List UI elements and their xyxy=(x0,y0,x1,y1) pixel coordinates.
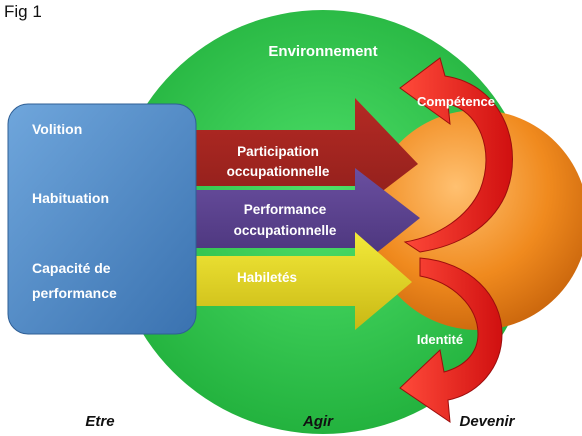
arrow-habiletes xyxy=(190,232,412,330)
box-item-habituation: Habituation xyxy=(32,190,109,206)
outcome-identite: Identité xyxy=(417,332,463,347)
bottom-label-etre: Etre xyxy=(85,413,114,430)
arrow-performance-label-1: Performance xyxy=(244,202,327,217)
box-item-capacity-line1: Capacité de xyxy=(32,260,111,276)
outcome-competence: Compétence xyxy=(417,94,495,109)
box-item-capacity-line2: performance xyxy=(32,285,117,301)
arrow-participation-label-1: Participation xyxy=(237,144,319,159)
figure-label: Fig 1 xyxy=(4,2,42,21)
arrow-participation-label-2: occupationnelle xyxy=(227,164,330,179)
arrow-performance-label-2: occupationnelle xyxy=(234,223,337,238)
bottom-label-agir: Agir xyxy=(302,413,334,430)
arrow-habiletes-label: Habiletés xyxy=(237,270,297,285)
curved-arrow-identite xyxy=(399,257,503,424)
personal-factors-box xyxy=(7,103,197,335)
environment-label: Environnement xyxy=(268,43,377,60)
box-item-volition: Volition xyxy=(32,121,82,137)
curved-arrow-competence xyxy=(399,57,513,253)
bottom-label-devenir: Devenir xyxy=(459,413,515,430)
